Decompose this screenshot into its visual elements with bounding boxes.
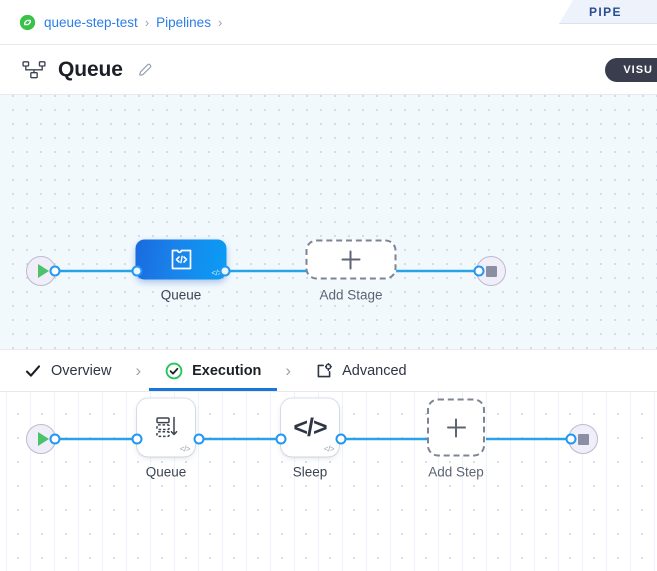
page-header: Queue VISU — [0, 45, 657, 95]
stage-queue-input-port[interactable] — [131, 265, 143, 277]
step-sleep-output-port[interactable] — [335, 433, 347, 445]
step-node-label: Queue — [145, 464, 187, 480]
code-badge: </> — [179, 444, 191, 454]
add-stage-node[interactable]: Add Stage — [305, 239, 397, 303]
gear-frame-icon — [317, 362, 333, 377]
step-node-body[interactable]: </> — [137, 398, 195, 457]
stage-queue-output-port[interactable] — [219, 265, 231, 277]
code-glyph-icon: </> — [293, 413, 327, 441]
tab-separator-1: › — [135, 360, 142, 380]
step-start-output-port[interactable] — [49, 433, 61, 445]
add-stage-box[interactable] — [305, 239, 397, 280]
stage-node-queue[interactable]: </> Queue — [135, 239, 227, 303]
step-node-sleep[interactable]: </> </> Sleep — [281, 398, 339, 480]
visual-mode-toggle[interactable]: VISU — [605, 57, 657, 82]
stage-canvas[interactable]: </> Queue Add Stage — [0, 95, 657, 350]
tab-separator-2: › — [285, 360, 292, 380]
stage-start-output-port[interactable] — [49, 265, 61, 277]
breadcrumb-item-project[interactable]: queue-step-test — [44, 14, 138, 30]
add-stage-label: Add Stage — [319, 287, 383, 303]
stage-nodes: </> Queue Add Stage — [0, 95, 657, 349]
tab-execution-label: Execution — [192, 362, 262, 379]
code-badge: </> — [211, 268, 222, 278]
ribbon-label: PIPE — [589, 5, 622, 19]
step-node-queue[interactable]: </> Queue — [137, 398, 195, 480]
play-icon — [37, 264, 49, 278]
step-queue-input-port[interactable] — [131, 433, 143, 445]
tab-overview[interactable]: Overview — [22, 350, 113, 391]
breadcrumb: queue-step-test › Pipelines › — [0, 0, 657, 45]
check-icon — [25, 364, 41, 377]
tab-advanced-label: Advanced — [342, 362, 407, 379]
pipeline-hierarchy-icon — [22, 60, 46, 78]
pipeline-corner-ribbon: PIPE — [559, 0, 657, 24]
stage-node-body[interactable]: </> — [135, 239, 227, 280]
step-queue-output-port[interactable] — [193, 433, 205, 445]
add-step-label: Add Step — [428, 464, 484, 480]
tab-overview-label: Overview — [51, 362, 112, 379]
code-block-icon — [171, 249, 191, 270]
pencil-icon[interactable] — [137, 62, 153, 78]
plus-icon — [341, 250, 361, 269]
step-canvas[interactable]: </> Queue </> </> Sleep Add — [0, 392, 657, 571]
step-nodes: </> Queue </> </> Sleep Add — [0, 392, 657, 571]
code-badge: </> — [323, 444, 335, 454]
breadcrumb-separator-1: › — [144, 14, 150, 30]
add-step-node[interactable]: Add Step — [427, 398, 485, 480]
step-node-body[interactable]: </> </> — [281, 398, 339, 457]
step-sleep-input-port[interactable] — [275, 433, 287, 445]
check-circle-icon — [165, 362, 183, 379]
stop-icon — [485, 265, 497, 277]
stage-stop-input-port[interactable] — [473, 265, 485, 277]
play-icon — [37, 432, 49, 446]
pipeline-badge-icon — [19, 14, 36, 30]
execution-tab-bar: Overview › Execution › Advanced — [0, 350, 657, 392]
tab-advanced[interactable]: Advanced — [313, 350, 409, 391]
page-title: Queue — [58, 57, 123, 81]
plus-icon — [446, 418, 466, 437]
stage-node-label: Queue — [160, 287, 202, 303]
tab-execution[interactable]: Execution — [149, 350, 278, 391]
stop-icon — [577, 433, 589, 445]
queue-stack-icon — [156, 416, 178, 438]
step-node-label: Sleep — [292, 464, 328, 480]
add-step-box[interactable] — [427, 398, 485, 457]
breadcrumb-item-pipelines[interactable]: Pipelines — [156, 14, 211, 30]
step-stop-input-port[interactable] — [565, 433, 577, 445]
breadcrumb-separator-2: › — [217, 14, 223, 30]
